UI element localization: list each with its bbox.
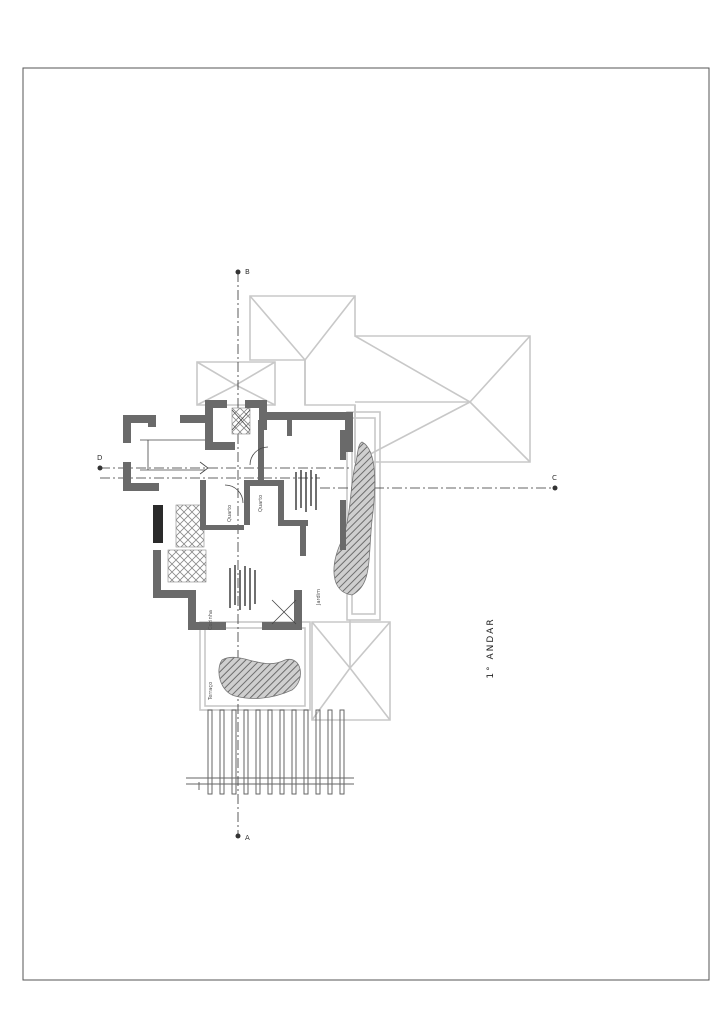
planter-right <box>333 441 376 596</box>
light-well-a <box>175 504 205 548</box>
axis-marker-top: B <box>245 268 250 276</box>
axis-marker-bottom: A <box>245 834 250 842</box>
room-label-quarto-a: Quarto <box>227 505 233 522</box>
pergola <box>186 709 354 795</box>
room-label-quarto-b: Quarto <box>258 495 264 512</box>
light-well-c <box>231 407 251 435</box>
interior-lines <box>140 409 297 625</box>
axis-markers: B A D C <box>97 268 558 842</box>
walls <box>123 400 353 630</box>
light-well-b <box>167 549 207 583</box>
room-label-terraco: Terraço <box>208 682 214 701</box>
furniture-strokes <box>229 470 317 610</box>
planter-terrace <box>218 656 301 699</box>
axis-marker-left: D <box>97 454 102 462</box>
drawing-title: 1° ANDAR <box>486 617 496 679</box>
room-label-jardim: Jardim <box>316 589 322 606</box>
sheet-border <box>22 67 710 981</box>
room-label-cozinha: Cozinha <box>208 610 214 630</box>
axis-marker-right: C <box>552 474 557 482</box>
roof-outline <box>196 295 531 721</box>
